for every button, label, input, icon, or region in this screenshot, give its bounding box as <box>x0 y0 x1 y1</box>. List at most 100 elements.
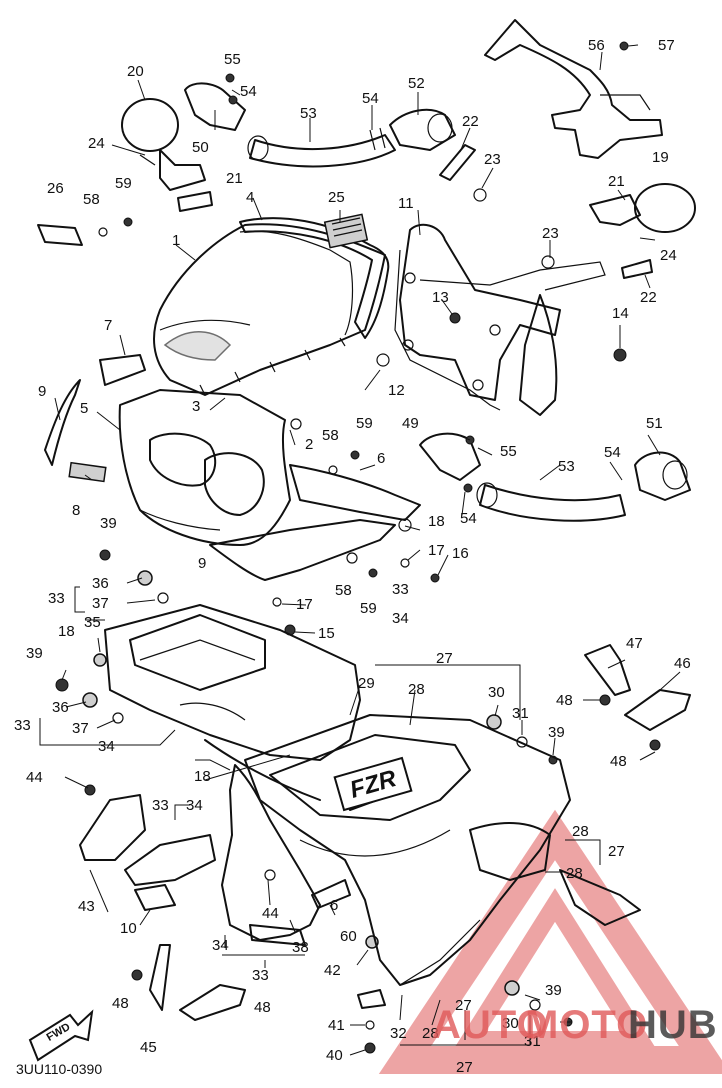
callout-34d: 34 <box>212 937 229 954</box>
callout-34: 34 <box>392 610 409 627</box>
callout-17: 17 <box>428 542 445 559</box>
callout-39: 39 <box>100 515 117 532</box>
callout-38: 38 <box>292 939 309 956</box>
callout-48b: 48 <box>610 753 627 770</box>
callout-53: 53 <box>300 105 317 122</box>
callout-18: 18 <box>428 513 445 530</box>
callout-39d: 39 <box>545 982 562 999</box>
callout-40: 40 <box>326 1047 343 1064</box>
callout-45: 45 <box>140 1039 157 1056</box>
callout-14: 14 <box>612 305 629 322</box>
callout-21: 21 <box>226 170 243 187</box>
trim-strip <box>44 379 81 466</box>
callout-2: 2 <box>305 436 313 453</box>
callout-33: 33 <box>392 581 409 598</box>
callout-51: 51 <box>646 415 663 432</box>
callout-22: 22 <box>462 113 479 130</box>
callout-24b: 24 <box>660 247 677 264</box>
callout-23: 23 <box>484 151 501 168</box>
callout-48c: 48 <box>112 995 129 1012</box>
watermark-auto: AUTO <box>432 1003 549 1047</box>
callout-31b: 31 <box>524 1033 541 1050</box>
callout-60: 60 <box>340 928 357 945</box>
callout-37b: 37 <box>72 720 89 737</box>
callout-59c: 59 <box>360 600 377 617</box>
callout-58c: 58 <box>335 582 352 599</box>
callout-34b: 34 <box>98 738 115 755</box>
inner-panel <box>289 464 421 521</box>
air-duct-upper <box>184 82 456 168</box>
watermark-logo <box>378 809 722 1074</box>
callout-33d: 33 <box>152 797 169 814</box>
callout-30: 30 <box>488 684 505 701</box>
diagram-code: 3UU110-0390 <box>16 1061 102 1077</box>
cowling-stay <box>394 223 606 416</box>
callout-46: 46 <box>674 655 691 672</box>
callout-30b: 30 <box>502 1015 519 1032</box>
callout-27d: 27 <box>455 997 472 1014</box>
callout-47: 47 <box>626 635 643 652</box>
callout-33b: 33 <box>48 590 65 607</box>
callout-13: 13 <box>432 289 449 306</box>
fzr-decal: FZR <box>333 756 413 812</box>
emblem-8 <box>68 461 107 483</box>
callout-54: 54 <box>240 83 257 100</box>
callout-23b: 23 <box>542 225 559 242</box>
callout-58b: 58 <box>322 427 339 444</box>
callout-22b: 22 <box>640 289 657 306</box>
callout-54c: 54 <box>460 510 477 527</box>
callout-59: 59 <box>115 175 132 192</box>
meter-bracket <box>484 19 663 159</box>
callout-59b: 59 <box>356 415 373 432</box>
callout-31: 31 <box>512 705 529 722</box>
callout-26: 26 <box>47 180 64 197</box>
callout-53b: 53 <box>558 458 575 475</box>
callout-11: 11 <box>398 195 414 212</box>
callout-20: 20 <box>127 63 144 80</box>
callout-16: 16 <box>452 545 469 562</box>
callout-29: 29 <box>358 675 375 692</box>
callout-28: 28 <box>408 681 425 698</box>
leader-lines <box>39 44 681 1056</box>
callout-labels: 20 55 54 50 24 21 26 58 59 4 25 1 53 54 … <box>14 37 691 1076</box>
callout-35: 35 <box>84 614 101 631</box>
callout-54d: 54 <box>604 444 621 461</box>
mirror-right <box>589 183 696 233</box>
callout-50: 50 <box>192 139 209 156</box>
callout-10: 10 <box>120 920 137 937</box>
bracket-42 <box>357 989 386 1009</box>
callout-34c: 34 <box>186 797 203 814</box>
callout-32: 32 <box>390 1025 407 1042</box>
callout-17b: 17 <box>296 596 313 613</box>
bracket-38 <box>249 924 306 946</box>
callout-5: 5 <box>80 400 88 417</box>
callout-55b: 55 <box>500 443 517 460</box>
callout-12: 12 <box>388 382 405 399</box>
callout-6b: 6 <box>330 897 338 914</box>
lower-brackets <box>79 644 691 1021</box>
decal-plate <box>323 213 369 249</box>
callout-41: 41 <box>328 1017 345 1034</box>
callout-4: 4 <box>246 189 254 206</box>
callout-18c: 18 <box>194 768 211 785</box>
callout-54b: 54 <box>362 90 379 107</box>
fwd-arrow-icon: FWD <box>28 1009 94 1062</box>
callout-21b: 21 <box>608 173 625 190</box>
callout-7: 7 <box>104 317 112 334</box>
callout-56: 56 <box>588 37 605 54</box>
callout-39c: 39 <box>548 724 565 741</box>
callout-18b: 18 <box>58 623 75 640</box>
callout-8: 8 <box>72 502 80 519</box>
callout-15: 15 <box>318 625 335 642</box>
callout-42: 42 <box>324 962 341 979</box>
callout-9: 9 <box>38 383 46 400</box>
callout-44b: 44 <box>262 905 279 922</box>
side-cowling-left <box>118 389 396 581</box>
callout-48d: 48 <box>254 999 271 1016</box>
callout-52: 52 <box>408 75 425 92</box>
callout-55: 55 <box>224 51 241 68</box>
callout-33c: 33 <box>14 717 31 734</box>
callout-27c: 27 <box>456 1059 473 1076</box>
callout-48: 48 <box>556 692 573 709</box>
watermark-text: AUTO MOTO HUB <box>432 1003 717 1047</box>
